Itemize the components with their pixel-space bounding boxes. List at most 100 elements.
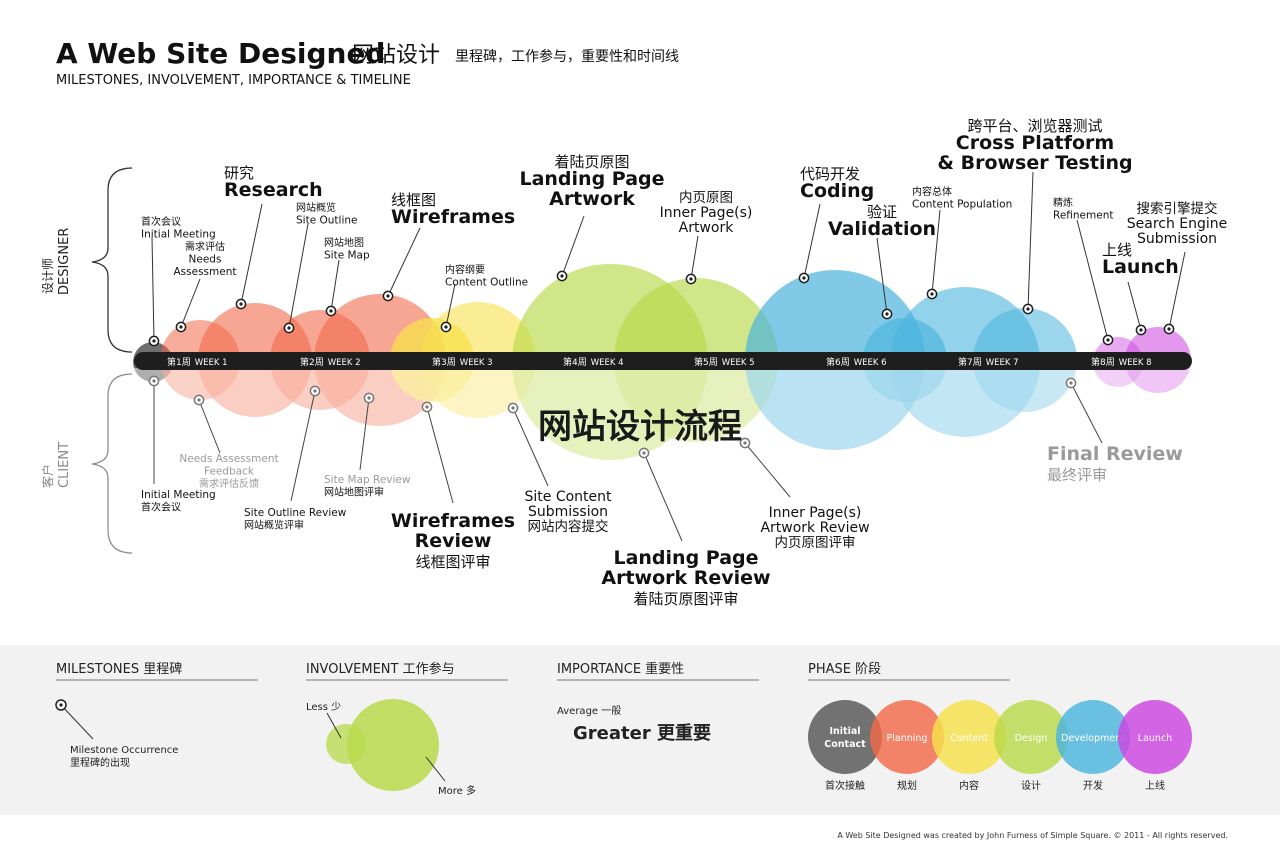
milestone-label-line: 搜索引擎提交 (1137, 200, 1218, 217)
milestone-label-line: 内容总体 (912, 185, 952, 198)
milestone-label-line: Cross Platform (956, 132, 1114, 154)
phase-label-zh: 首次接触 (825, 779, 865, 792)
milestone-label-line: Initial Meeting (141, 489, 216, 501)
client-label-zh: 客户 (40, 464, 55, 488)
milestone-label-line: Artwork (679, 220, 735, 236)
milestone-label-line: Submission (1137, 231, 1217, 247)
milestone-label-line: 线框图评审 (415, 553, 490, 571)
milestone-label-line: 代码开发 (800, 165, 860, 183)
milestone-label-line: Content Outline (445, 277, 528, 289)
phase-label-zh: 内容 (959, 779, 979, 792)
designer-label: DESIGNER (57, 228, 72, 295)
phase-swatch (870, 700, 944, 774)
legend-involvement: INVOLVEMENT 工作参与 Less 少 More 多 (306, 661, 508, 797)
phase-item: Content 内容 (932, 700, 1006, 792)
credit-line: A Web Site Designed was created by John … (837, 831, 1228, 840)
milestone-label-line: 最终评审 (1047, 466, 1107, 484)
milestone-label-line: 网站概览 (296, 201, 336, 214)
milestone-label-line: Launch (1102, 256, 1179, 278)
phase-label: Content (950, 733, 988, 744)
phase-swatch (1056, 700, 1130, 774)
legend-importance: IMPORTANCE 重要性 Average 一般 Greater 更重要 (557, 661, 759, 744)
phase-label-zh: 规划 (897, 779, 917, 792)
legend-phase-title: PHASE 阶段 (808, 662, 881, 677)
milestone-label-line: Site Outline Review (244, 507, 347, 519)
milestone-label-line: Artwork Review (760, 520, 869, 536)
milestone-label-line: 网站概览评审 (244, 519, 304, 532)
milestone-label-line: Validation (828, 218, 936, 240)
milestone-label-line: Coding (800, 180, 874, 202)
designer-brace: DESIGNER 设计师 (41, 167, 133, 353)
milestone-label-line: 内页原图 (679, 190, 733, 206)
legend-phase: PHASE 阶段 InitialContact首次接触Planning规划Con… (808, 662, 1192, 792)
milestone-label-line: Needs (189, 254, 222, 266)
milestone-label-line: 需求评估反馈 (199, 477, 259, 490)
milestone-label-line: 内页原图评审 (775, 535, 856, 551)
client-fade (90, 368, 1220, 568)
milestone-label-line: Landing Page (519, 168, 664, 190)
milestone-label-line: Site Outline (296, 215, 357, 227)
phase-label: Contact (824, 739, 866, 750)
milestone-label-line: 线框图 (391, 191, 436, 209)
legend-more-label: More 多 (438, 784, 476, 797)
phase-label: Initial (829, 726, 860, 737)
milestone-label-line: 网站内容提交 (528, 518, 609, 535)
milestone-label-line: Wireframes (391, 206, 515, 228)
milestone-label-line: Needs Assessment (179, 453, 278, 465)
legend-milestone-label: Milestone Occurrence (70, 745, 178, 756)
milestone-label-line: Wireframes (391, 510, 515, 532)
phase-label: Design (1015, 733, 1048, 744)
milestone-label-line: Artwork (549, 188, 635, 210)
milestone-label-line: Site Map Review (324, 474, 411, 486)
page-title-zh: 网站设计 (352, 43, 440, 68)
milestone-label-line: 网站地图评审 (324, 486, 384, 499)
phase-swatch (808, 700, 882, 774)
phase-label-zh: 开发 (1083, 779, 1103, 792)
milestone-label-line: Submission (528, 504, 608, 520)
milestone-label-line: 需求评估 (185, 240, 225, 253)
milestone-label-line: 着陆页原图评审 (633, 590, 738, 608)
designer-label-zh: 设计师 (41, 258, 55, 294)
phase-swatch (994, 700, 1068, 774)
milestone-label-line: & Browser Testing (937, 152, 1132, 174)
page-subtitle-zh: 里程碑，工作参与，重要性和时间线 (455, 48, 679, 65)
legend-milestones: MILESTONES 里程碑 Milestone Occurrence 里程碑的… (55, 661, 258, 769)
phase-item: Development 开发 (1056, 700, 1130, 792)
milestone-label-line: 首次会议 (141, 215, 181, 228)
header: A Web Site Designed 网站设计 里程碑，工作参与，重要性和时间… (56, 37, 679, 88)
timeline-bar (134, 352, 1192, 370)
milestone-label-line: Artwork Review (601, 567, 770, 589)
phase-label: Launch (1138, 733, 1172, 744)
milestone-label-line: Landing Page (613, 547, 758, 569)
phase-label: Development (1061, 733, 1125, 744)
